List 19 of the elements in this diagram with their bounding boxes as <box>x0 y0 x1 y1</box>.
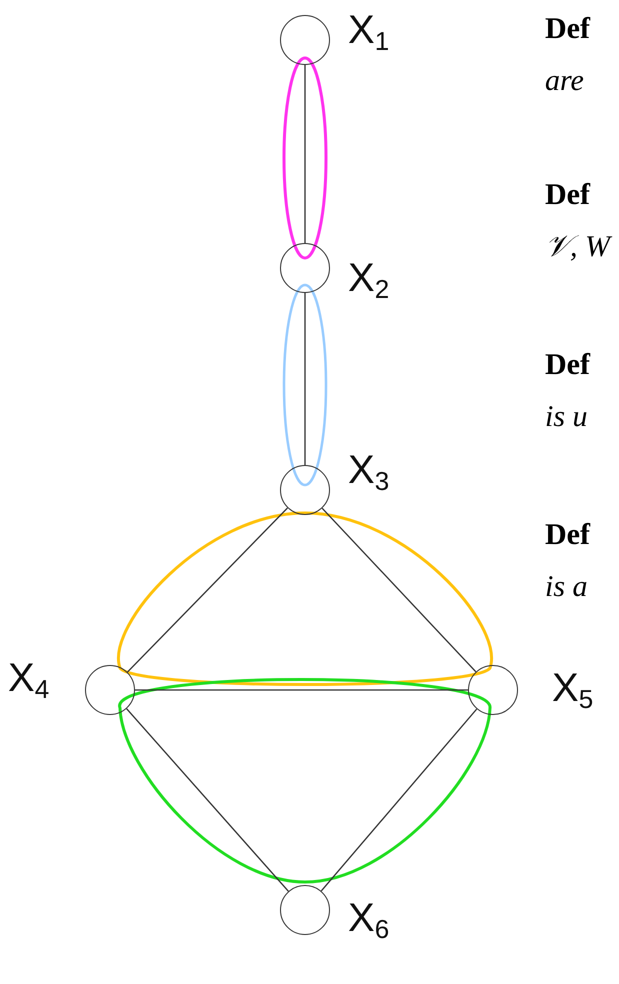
definition-heading: Def <box>545 520 590 550</box>
definition-heading: Def <box>545 14 590 44</box>
graph-edge <box>126 507 288 673</box>
definition-text: is a <box>545 572 588 602</box>
definition-heading: Def <box>545 350 590 380</box>
definition-text: is u <box>545 402 588 432</box>
vertex-label: X$_{6}$ <box>348 898 390 938</box>
definition-heading: Def <box>545 180 590 210</box>
vertex-label: X$_{3}$ <box>348 450 390 490</box>
graph-edge <box>322 508 476 672</box>
vertex-label: X$_{1}$ <box>348 10 390 50</box>
graph-edge <box>135 689 468 691</box>
graph-edge <box>320 708 478 892</box>
vertex-label: X$_{4}$ <box>8 658 50 698</box>
vertex-label: X$_{2}$ <box>348 258 390 298</box>
vertex-label: X$_{5}$ <box>552 668 594 708</box>
graph-edge <box>126 708 289 892</box>
definition-text: are <box>545 66 584 96</box>
definition-text: 𝒱, W <box>545 232 610 262</box>
